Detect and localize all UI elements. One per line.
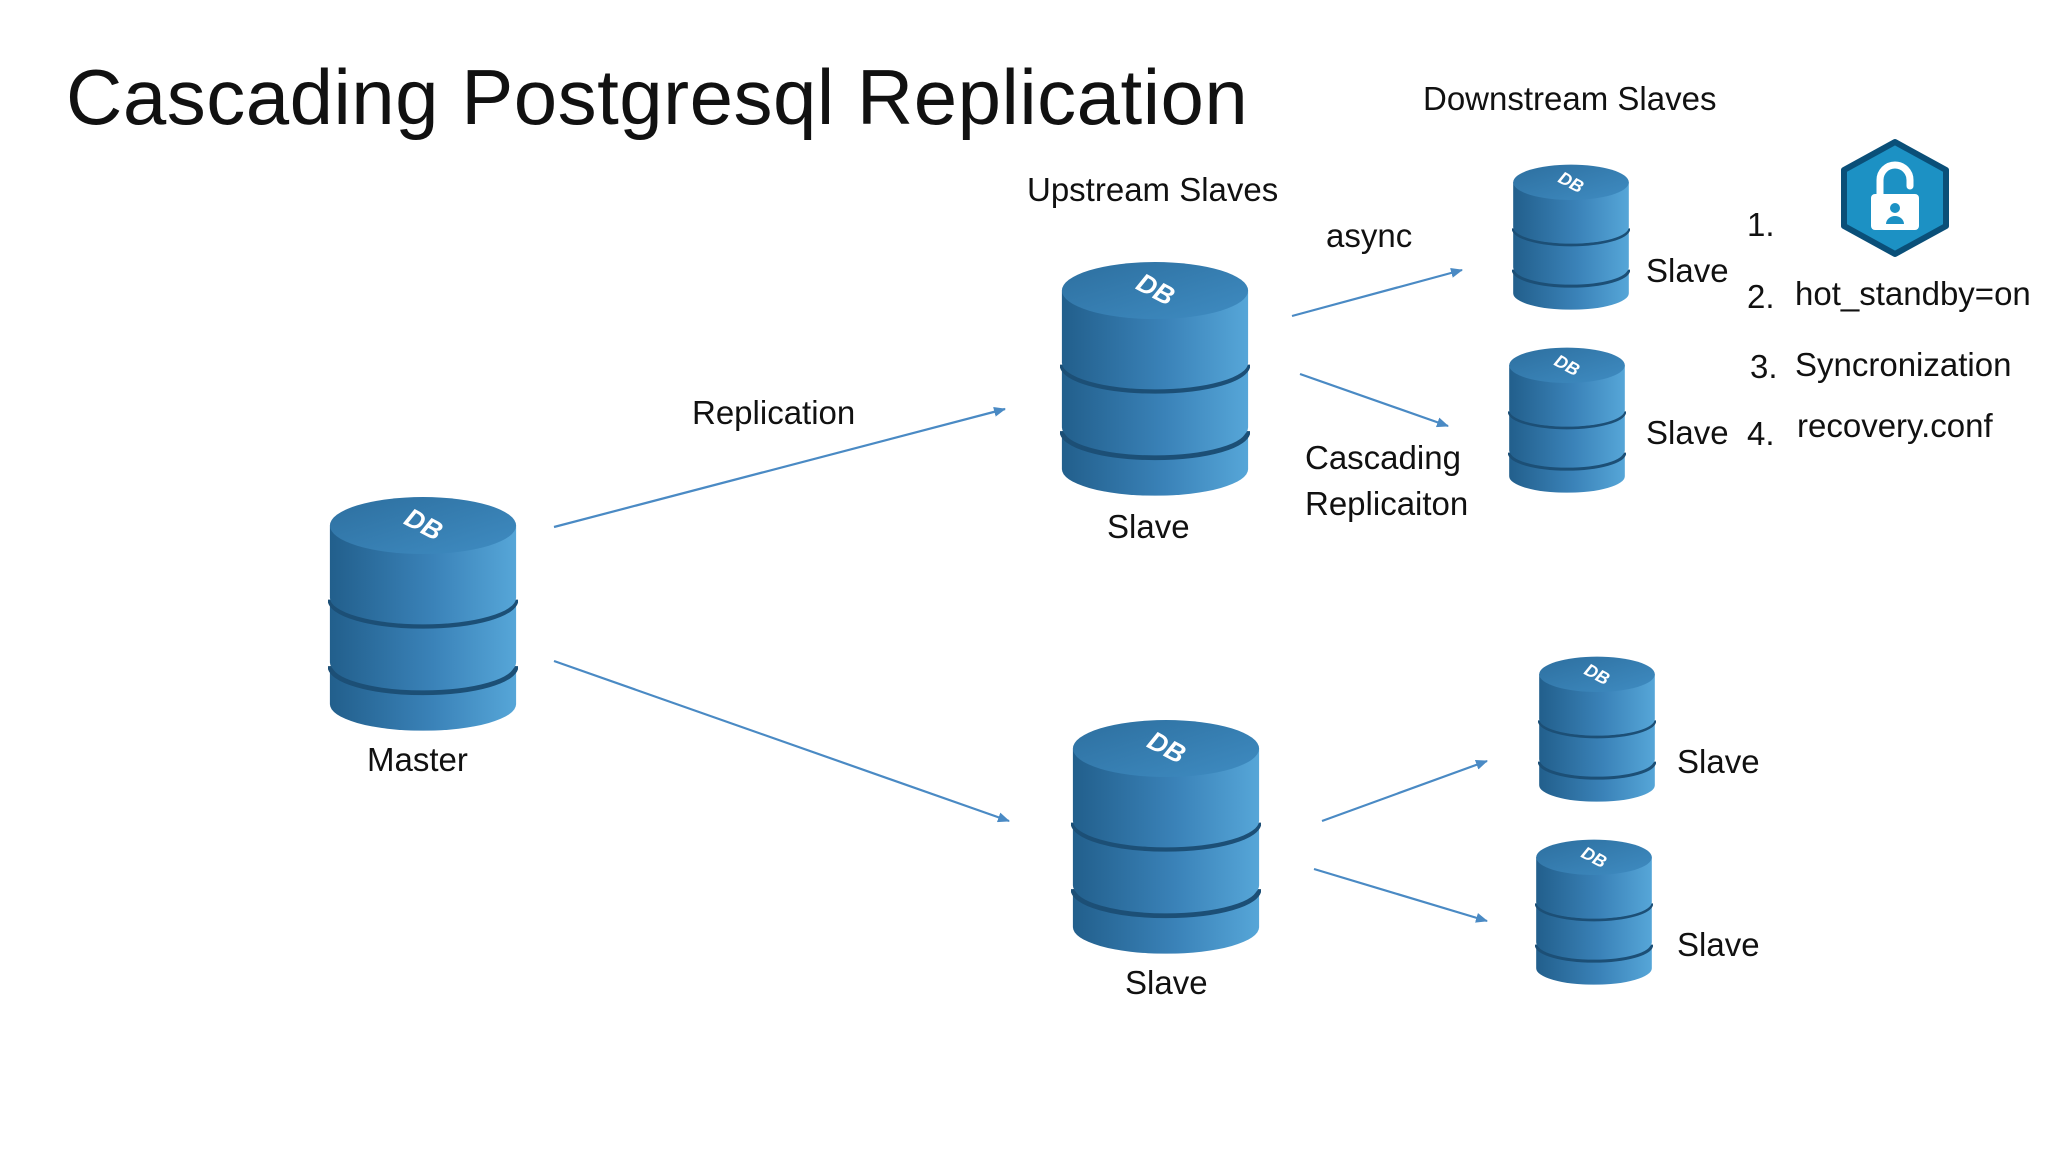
step-2-number: 2. <box>1747 278 1775 315</box>
step-4-number: 4. <box>1747 415 1775 452</box>
page-title: Cascading Postgresql Replication <box>66 53 1249 141</box>
step-2-text: hot_standby=on <box>1795 275 2031 312</box>
downstream-slave-4-label: Slave <box>1677 926 1760 963</box>
arrow-upstream-to-downstream-1 <box>1291 268 1463 318</box>
unlocked-padlock-icon <box>1841 139 1949 257</box>
upstream-slave-label: Slave <box>1107 508 1190 545</box>
downstream-slaves-heading: Downstream Slaves <box>1423 80 1717 117</box>
arrow-master-to-lower-slave <box>553 659 1010 823</box>
upstream-slave-database-icon: DB <box>1060 255 1250 499</box>
downstream-slave-2-label: Slave <box>1646 414 1729 451</box>
step-3-text: Syncronization <box>1795 346 2012 383</box>
arrow-upstream-to-downstream-2 <box>1299 372 1449 428</box>
downstream-slave-2-database-icon: DB <box>1508 343 1626 495</box>
master-label: Master <box>367 741 468 778</box>
cascading-label-line2: Replicaiton <box>1305 485 1469 522</box>
lower-slave-database-icon: DB <box>1071 713 1261 957</box>
step-4-text: recovery.conf <box>1797 407 1993 444</box>
downstream-slave-3-database-icon: DB <box>1538 652 1656 804</box>
arrow-lower-to-downstream-2 <box>1313 867 1488 923</box>
lower-slave-label: Slave <box>1125 964 1208 1001</box>
downstream-slave-3-label: Slave <box>1677 743 1760 780</box>
cascading-label-line1: Cascading <box>1305 439 1461 476</box>
replication-label: Replication <box>692 394 856 431</box>
downstream-slave-1-database-icon: DB <box>1512 160 1630 312</box>
step-1-number: 1. <box>1747 206 1775 243</box>
arrow-master-to-upstream-slave <box>553 406 1006 529</box>
upstream-slaves-heading: Upstream Slaves <box>1027 171 1279 208</box>
arrow-lower-to-downstream-1 <box>1321 759 1488 823</box>
async-label: async <box>1326 217 1413 254</box>
downstream-slave-4-database-icon: DB <box>1535 835 1653 987</box>
downstream-slave-1-label: Slave <box>1646 252 1729 289</box>
step-3-number: 3. <box>1750 348 1778 385</box>
master-database-icon: DB <box>328 490 518 734</box>
